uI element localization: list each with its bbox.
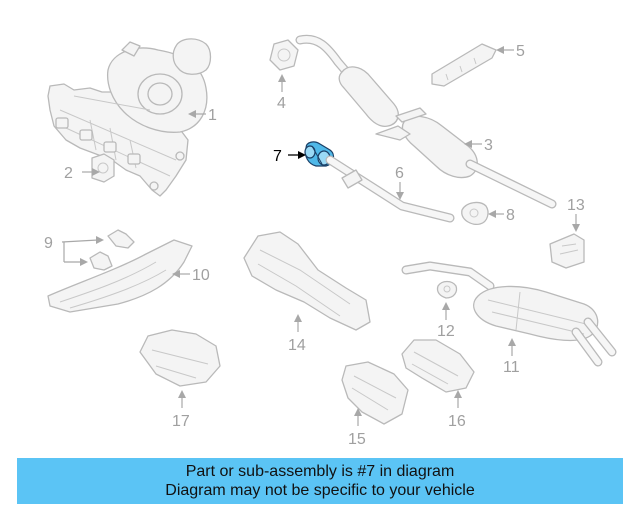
callout-3: 3	[484, 137, 493, 154]
part-2-gasket	[91, 153, 115, 183]
callout-8: 8	[506, 207, 515, 224]
part-5-bracket	[431, 43, 497, 87]
callout-5: 5	[516, 43, 525, 60]
callout-7: 7	[273, 148, 282, 165]
part-11-rear-muffler	[401, 261, 617, 367]
callout-2: 2	[64, 165, 73, 182]
callout-16: 16	[448, 413, 466, 430]
callout-13: 13	[567, 197, 585, 214]
part-13-bracket	[549, 233, 585, 269]
part-8-hanger	[461, 201, 489, 226]
part-4-flange-gasket	[269, 39, 299, 71]
callout-14: 14	[288, 337, 306, 354]
part-12-hanger	[436, 280, 458, 299]
leader-lines	[61, 46, 580, 426]
part-9-clamps	[89, 229, 135, 271]
part-1-turbo-manifold	[47, 38, 212, 197]
callout-4: 4	[277, 95, 286, 112]
banner-line-disclaimer: Diagram may not be specific to your vehi…	[165, 482, 475, 499]
callout-11: 11	[503, 359, 520, 376]
callout-1: 1	[208, 107, 217, 124]
exhaust-parts-diagram: 1 2 3 4 5 6 7 8 9 10 11 12 13 14 15 16 1…	[44, 34, 617, 448]
part-15-heat-shield	[341, 361, 409, 425]
callout-15: 15	[348, 431, 366, 448]
banner-line-part-number: Part or sub-assembly is #7 in diagram	[185, 463, 455, 480]
callout-6: 6	[395, 165, 404, 182]
part-14-heat-shield	[243, 231, 371, 331]
part-17-heat-shield	[139, 329, 221, 387]
part-16-heat-shield	[401, 339, 475, 393]
part-6-intermediate-pipe	[325, 155, 455, 223]
callout-17: 17	[172, 413, 190, 430]
callout-10: 10	[192, 267, 210, 284]
part-3-front-pipe-catalytic-converter	[295, 34, 557, 209]
part-info-banner: Part or sub-assembly is #7 in diagram Di…	[17, 458, 623, 504]
part-10-heat-shield	[47, 239, 193, 313]
callout-9: 9	[44, 235, 53, 252]
callout-12: 12	[437, 323, 455, 340]
